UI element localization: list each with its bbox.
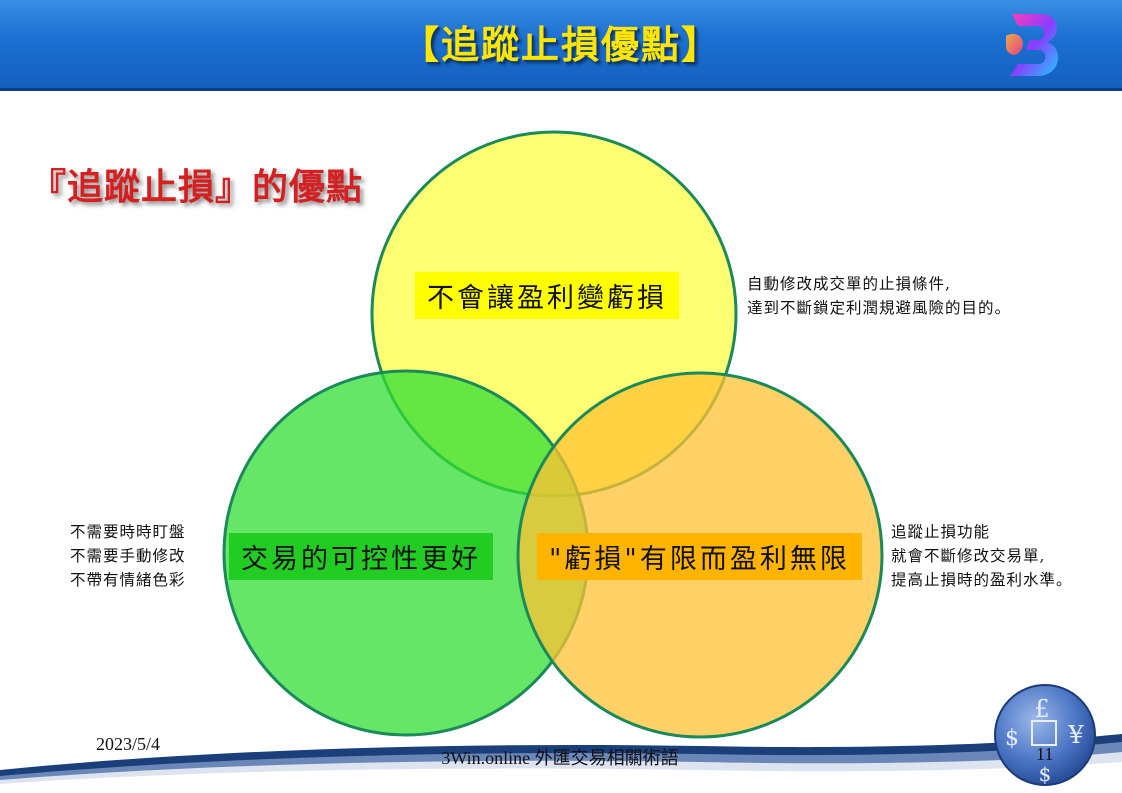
note-left-line-1: 不需要時時盯盤 xyxy=(70,523,186,541)
svg-text:$: $ xyxy=(1039,762,1052,786)
note-top-line-1: 自動修改成交單的止損條件, xyxy=(747,275,951,293)
note-right-line-1: 追蹤止損功能 xyxy=(891,523,991,541)
venn-label-left: 交易的可控性更好 xyxy=(229,533,493,580)
footer-wave xyxy=(0,734,1122,793)
page-number: 11 xyxy=(1036,744,1054,764)
3win-logo-icon xyxy=(1006,14,1059,76)
note-right-line-3: 提高止損時的盈利水準。 xyxy=(891,571,1073,589)
svg-text:$: $ xyxy=(1005,726,1019,751)
footer-date: 2023/5/4 xyxy=(96,734,161,754)
footer-text: 3Win.online 外匯交易相關術語 xyxy=(441,748,679,768)
venn-label-top: 不會讓盈利變虧損 xyxy=(415,272,679,319)
note-left-line-3: 不帶有情緒色彩 xyxy=(70,571,186,589)
svg-text:£: £ xyxy=(1034,695,1049,723)
note-left-line-2: 不需要手動修改 xyxy=(70,547,186,565)
currency-coin-icon: £ $ ¥ $ xyxy=(994,684,1096,786)
slide-subtitle: 『追蹤止損』的優點 xyxy=(30,167,364,208)
slide-title: 【追蹤止損優點】 xyxy=(400,23,721,67)
note-top: 自動修改成交單的止損條件, 達到不斷鎖定利潤規避風險的目的。 xyxy=(747,272,1011,320)
note-right-line-2: 就會不斷修改交易單, xyxy=(891,547,1046,565)
svg-text:¥: ¥ xyxy=(1067,721,1084,749)
slide-header: 【追蹤止損優點】 xyxy=(0,0,1122,91)
note-right: 追蹤止損功能 就會不斷修改交易單, 提高止損時的盈利水準。 xyxy=(891,520,1073,592)
note-left: 不需要時時盯盤 不需要手動修改 不帶有情緒色彩 xyxy=(70,520,186,592)
venn-label-right: "虧損"有限而盈利無限 xyxy=(537,533,862,580)
note-top-line-2: 達到不斷鎖定利潤規避風險的目的。 xyxy=(747,299,1012,317)
